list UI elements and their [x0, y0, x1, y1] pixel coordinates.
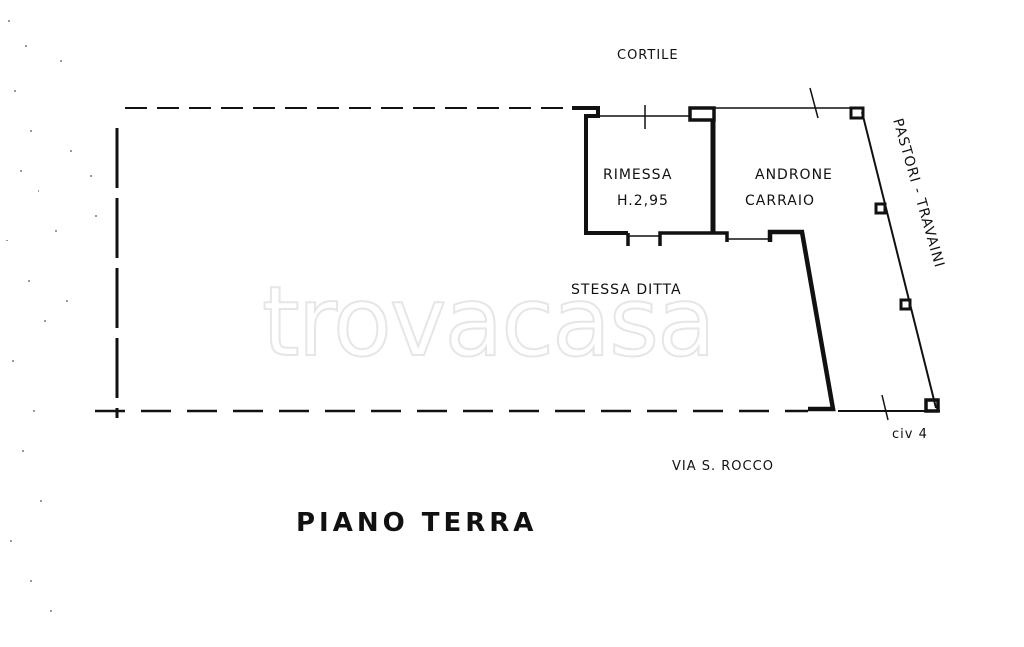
scan-noise — [6, 20, 97, 612]
label-rimessa-height: H.2,95 — [617, 193, 669, 209]
label-cortile: CORTILE — [617, 48, 679, 63]
walls — [95, 87, 940, 421]
label-androne: ANDRONE — [755, 167, 833, 183]
label-stessa-ditta: STESSA DITTA — [571, 282, 682, 298]
label-street: VIA S. ROCCO — [672, 459, 774, 474]
drawing-title: PIANO TERRA — [296, 508, 537, 538]
label-pastori-travaini: PASTORI - TRAVAINI — [889, 117, 947, 270]
label-civic-number: civ 4 — [892, 427, 928, 442]
label-rimessa: RIMESSA — [603, 167, 672, 183]
label-carraio: CARRAIO — [745, 193, 815, 209]
watermark-text: trovacasa — [262, 266, 714, 378]
